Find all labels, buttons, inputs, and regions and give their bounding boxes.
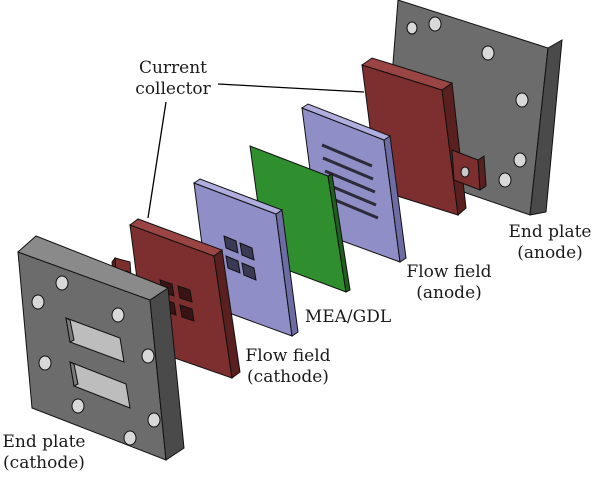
label-end-plate-cathode: End plate (cathode) — [0, 432, 88, 474]
label-current-collector-line2: collector — [135, 79, 211, 99]
label-flow-field-cathode: Flow field (cathode) — [240, 346, 336, 388]
label-end-plate-anode: End plate (anode) — [505, 222, 595, 264]
label-mea-gdl: MEA/GDL — [298, 307, 398, 328]
end-plate-cathode-slots — [65, 317, 131, 409]
end-plate-cathode — [17, 235, 185, 461]
flow-field-cathode — [192, 178, 299, 337]
label-flow-field-anode: Flow field (anode) — [402, 262, 496, 304]
label-flow-field-cathode-line1: Flow field — [245, 346, 331, 366]
label-flow-field-cathode-line2: (cathode) — [247, 367, 329, 387]
flow-openings-cathode — [223, 235, 257, 281]
leader-current-collector-anode — [217, 83, 365, 93]
leader-current-collector-cathode — [147, 101, 167, 219]
label-flow-field-anode-line2: (anode) — [416, 283, 482, 303]
label-end-plate-cathode-line1: End plate — [2, 432, 86, 452]
label-mea-gdl-line1: MEA/GDL — [304, 307, 392, 327]
leader-lines — [147, 83, 365, 219]
label-end-plate-anode-line2: (anode) — [517, 243, 583, 263]
label-current-collector: Current collector — [128, 58, 218, 100]
label-current-collector-line1: Current — [138, 58, 208, 78]
label-end-plate-anode-line1: End plate — [508, 222, 592, 242]
label-end-plate-cathode-line2: (cathode) — [3, 453, 85, 473]
label-flow-field-anode-line1: Flow field — [406, 262, 492, 282]
